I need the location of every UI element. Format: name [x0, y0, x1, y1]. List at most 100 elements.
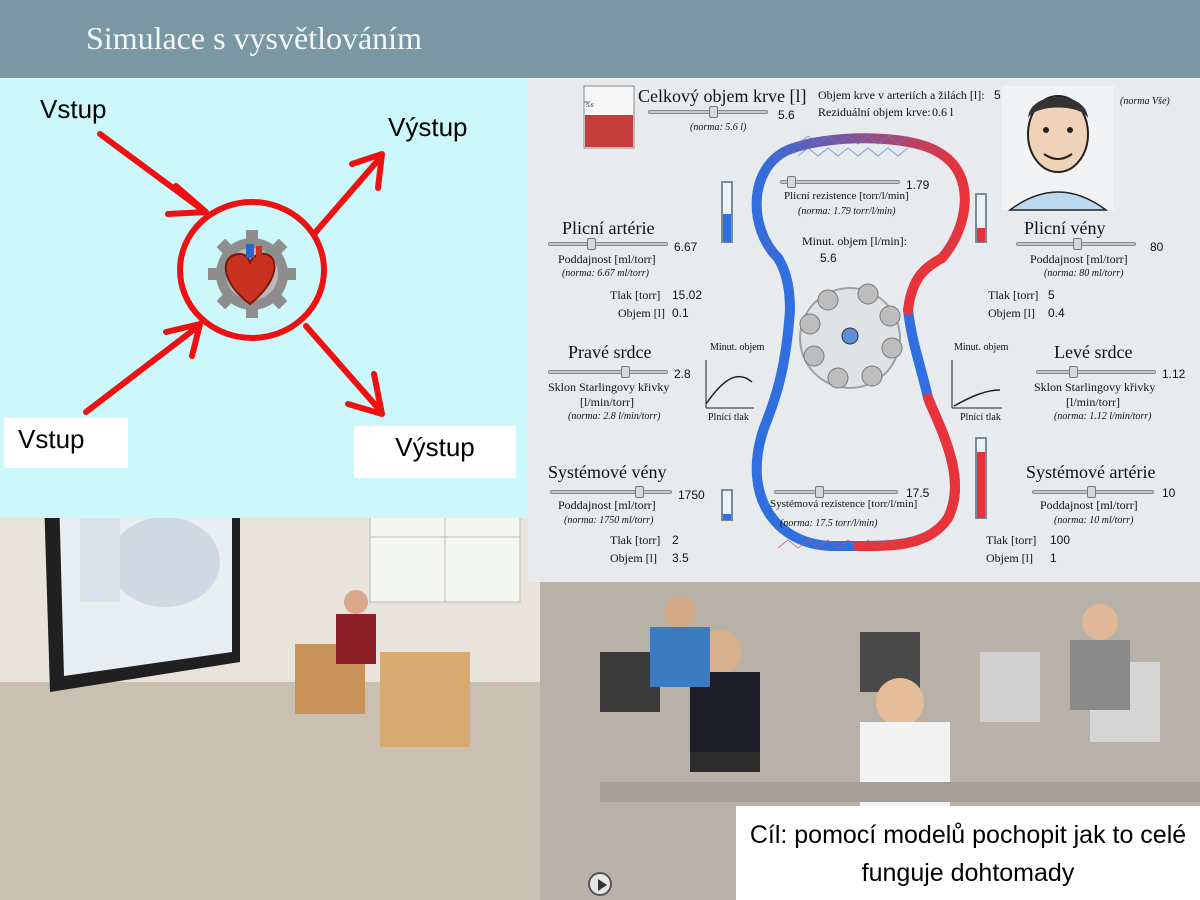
pulmonary-veins-pressure-value: 5: [1048, 288, 1055, 302]
pulmonary-resistance-norm: (norma: 1.79 torr/l/min): [798, 206, 896, 217]
slider-thumb[interactable]: [787, 176, 796, 188]
residual-volume-label: Reziduální objem krve:: [818, 105, 931, 119]
arrow-output-top-head: [349, 151, 385, 191]
right-heart-slider[interactable]: [548, 366, 668, 378]
slider-thumb[interactable]: [1087, 486, 1096, 498]
systemic-resistance-value: 17.5: [906, 486, 930, 500]
systemic-resistance-label: Systémová rezistence [torr/l/min]: [770, 498, 918, 510]
pulmonary-veins-volume-label: Objem [l]: [988, 306, 1035, 320]
pulmonary-artery-slider[interactable]: [548, 238, 668, 250]
pulmonary-loop: [751, 133, 970, 263]
pulmonary-veins-volume-value: 0.4: [1048, 306, 1065, 320]
capillaries-bottom: [777, 539, 899, 549]
systemic-arteries-norm: (norma: 10 ml/torr): [1054, 515, 1134, 526]
arrow-output-bottom: [303, 323, 381, 411]
right-heart-chart-xlabel: Plnící tlak: [708, 412, 749, 423]
label-input-top: Vstup: [40, 94, 107, 124]
left-heart-norm: (norma: 1.12 l/min/torr): [1054, 411, 1152, 422]
slider-thumb[interactable]: [709, 106, 718, 118]
residual-volume-value: 0.6 l: [932, 105, 954, 119]
right-heart-title: Pravé srdce: [568, 342, 652, 362]
slide-title: Simulace s vysvětlováním: [86, 20, 422, 56]
pulmonary-artery-compliance-label: Poddajnost [ml/torr]: [558, 252, 656, 266]
systemic-veins-compliance-label: Poddajnost [ml/torr]: [558, 498, 656, 512]
arrow-input-top-head: [165, 183, 209, 217]
left-heart-chart-ylabel: Minut. objem: [954, 342, 1009, 353]
system-circle: [177, 199, 327, 341]
systemic-arteries-volume-value: 1: [1050, 551, 1057, 565]
right-heart-slope-label: Sklon Starlingovy křivky: [548, 380, 670, 394]
systemic-resistance-slider[interactable]: [774, 486, 898, 498]
slider-thumb[interactable]: [587, 238, 596, 250]
left-heart-slope-unit: [l/min/torr]: [1066, 395, 1120, 409]
pulmonary-veins-title: Plicní vény: [1024, 218, 1106, 238]
left-heart-slider[interactable]: [1036, 366, 1156, 378]
pulmonary-artery-pressure-value: 15.02: [672, 288, 703, 302]
systemic-arteries-pressure-label: Tlak [torr]: [986, 533, 1037, 547]
beaker-scale-label: 5.6: [586, 103, 594, 109]
slider-thumb[interactable]: [815, 486, 824, 498]
pulmonary-artery-title: Plicní artérie: [562, 218, 655, 238]
label-output-bottom: Výstup: [354, 426, 516, 478]
capillaries-top: [797, 135, 909, 157]
right-heart-slope-unit: [l/min/torr]: [580, 395, 634, 409]
title-bar: Simulace s vysvětlováním: [0, 0, 1200, 78]
left-heart-slope-label: Sklon Starlingovy křivky: [1034, 380, 1156, 394]
beaker-icon: [583, 85, 635, 149]
arterial-venous-volume-value: 5: [994, 88, 1001, 102]
pulmonary-artery-path: [773, 253, 795, 315]
left-heart-slider-value: 1.12: [1162, 367, 1186, 381]
pulmonary-resistance-value: 1.79: [906, 178, 930, 192]
pulmonary-veins-slider[interactable]: [1016, 238, 1136, 250]
total-blood-label: Celkový objem krve [l]: [638, 86, 807, 106]
pump-wheel-icon: [799, 283, 903, 389]
pulmonary-artery-volume-value: 0.1: [672, 306, 689, 320]
systemic-veins-pressure-value: 2: [672, 533, 679, 547]
slider-thumb[interactable]: [635, 486, 644, 498]
pulmonary-resistance-label: Plicní rezistence [torr/l/min]: [784, 190, 909, 202]
slider-thumb[interactable]: [621, 366, 630, 378]
systemic-loop-arterial: [853, 393, 960, 552]
patient-face-icon: [1002, 86, 1114, 211]
total-blood-norm: (norma: 5.6 l): [690, 122, 747, 133]
play-icon[interactable]: [588, 872, 612, 896]
pulmonary-artery-pressure-label: Tlak [torr]: [610, 288, 661, 302]
goal-box: Cíl: pomocí modelů pochopit jak to celé …: [736, 806, 1200, 900]
systemic-veins-title: Systémové vény: [548, 462, 667, 482]
minute-volume-label: Minut. objem [l/min]:: [802, 234, 907, 248]
arrow-input-bottom: [83, 325, 199, 415]
left-heart-chart-xlabel: Plnící tlak: [960, 412, 1001, 423]
pulmonary-veins-norm: (norma: 80 ml/torr): [1044, 268, 1124, 279]
slider-thumb[interactable]: [1073, 238, 1082, 250]
pulmonary-artery-slider-value: 6.67: [674, 240, 698, 254]
right-heart-slider-value: 2.8: [674, 367, 691, 381]
systemic-veins-volume-value: 3.5: [672, 551, 689, 565]
pulmonary-resistance-slider[interactable]: [780, 176, 900, 188]
slider-thumb[interactable]: [1069, 366, 1078, 378]
arrow-input-bottom-head: [163, 321, 203, 359]
simulation-panel: 5.6 Celkový objem krve [l] 5.6 (norma: 5…: [528, 78, 1200, 582]
minute-volume-value: 5.6: [820, 251, 837, 265]
arrow-output-bottom-head: [345, 371, 385, 417]
label-input-bottom: Vstup: [4, 418, 128, 468]
pulmonary-veins-compliance-label: Poddajnost [ml/torr]: [1030, 252, 1128, 266]
total-blood-slider[interactable]: [648, 106, 768, 118]
pulmonary-vein-path: [903, 253, 947, 315]
systemic-veins-volume-label: Objem [l]: [610, 551, 657, 565]
heart-icon: [224, 244, 276, 306]
pulmonary-veins-pressure-label: Tlak [torr]: [988, 288, 1039, 302]
norm-all-label: (norma Vše): [1120, 96, 1170, 107]
systemic-resistance-norm: (norma: 17.5 torr/l/min): [780, 518, 878, 529]
left-heart-title: Levé srdce: [1054, 342, 1133, 362]
systemic-arteries-slider[interactable]: [1032, 486, 1154, 498]
systemic-veins-slider-value: 1750: [678, 488, 705, 502]
total-blood-value: 5.6: [778, 108, 795, 122]
systemic-veins-norm: (norma: 1750 ml/torr): [564, 515, 654, 526]
pulmonary-artery-norm: (norma: 6.67 ml/torr): [562, 268, 649, 279]
systemic-veins-slider[interactable]: [550, 486, 672, 498]
systemic-arteries-volume-label: Objem [l]: [986, 551, 1033, 565]
arrow-output-top: [311, 155, 383, 237]
right-heart-starling-chart: [705, 360, 754, 409]
left-heart-starling-chart: [951, 360, 1002, 409]
systemic-arteries-pressure-value: 100: [1050, 533, 1071, 547]
